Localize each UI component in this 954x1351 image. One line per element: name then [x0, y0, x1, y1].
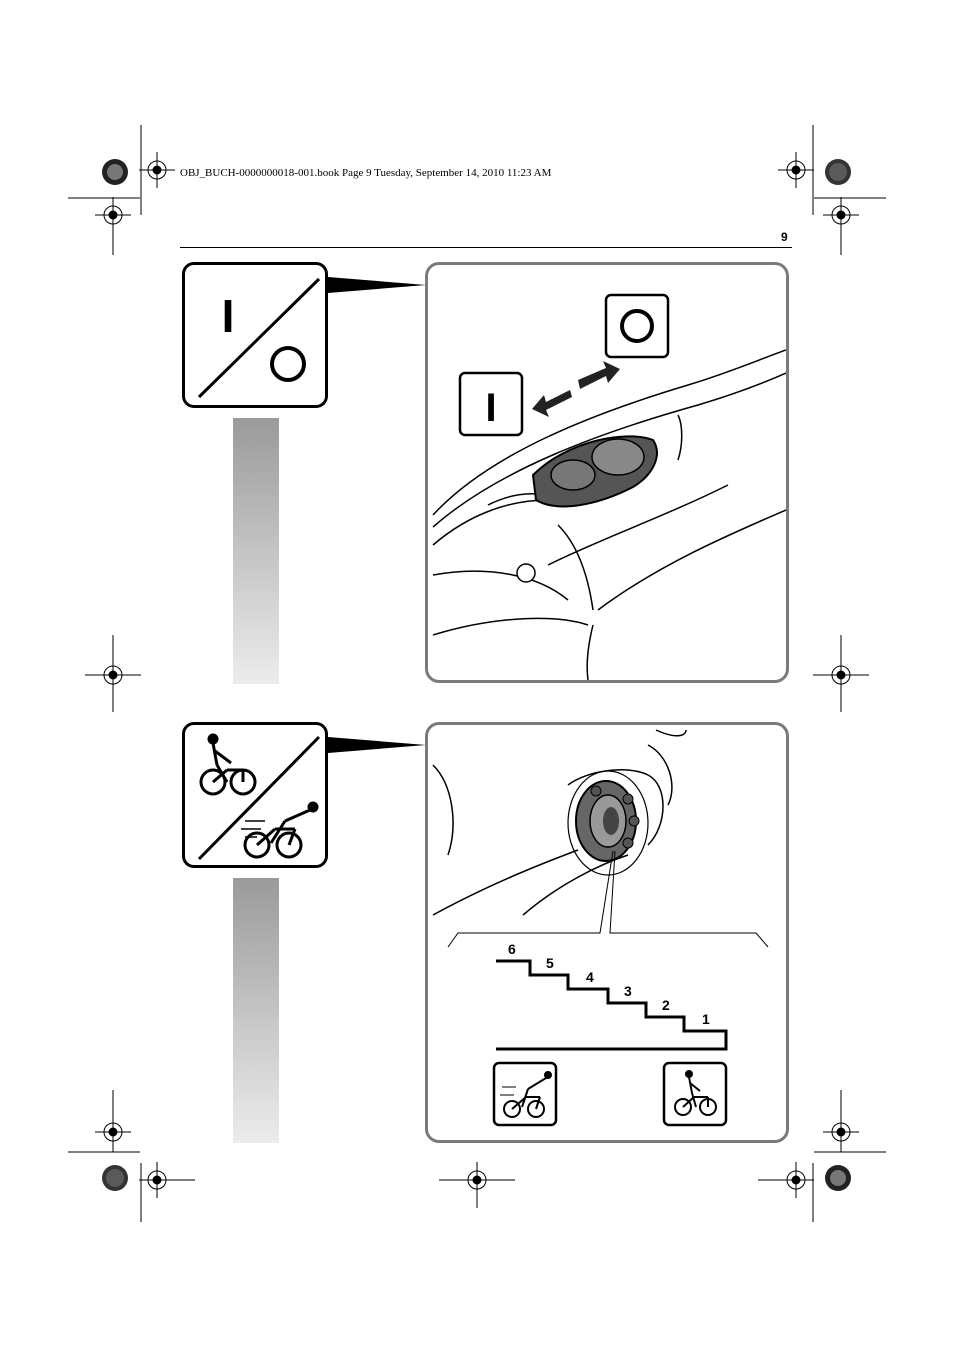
upright-cyclist-small-icon: [662, 1061, 728, 1127]
off-position-icon: [620, 309, 654, 343]
assist-illustration: 6 5 4 3 2 1: [432, 729, 769, 1127]
upright-cyclist-icon: [199, 733, 257, 796]
side-button: [516, 563, 536, 583]
print-file-info: OBJ_BUCH-0000000018-001.book Page 9 Tues…: [180, 167, 552, 179]
racing-cyclist-small-icon: [492, 1061, 558, 1127]
off-symbol-icon: [270, 346, 306, 382]
on-position-label: I: [485, 386, 496, 430]
assist-level-staircase: [496, 959, 728, 1051]
level-5-label: 5: [546, 955, 554, 971]
assist-level-symbol-icon: [197, 733, 321, 861]
switch-illustration: I: [432, 293, 786, 680]
switch-illustration-panel: I: [425, 262, 789, 683]
off-position-box: [604, 293, 670, 359]
assist-level-dial: [575, 780, 640, 862]
page-number: 9: [781, 230, 788, 244]
section-side-bar-top: [233, 418, 279, 684]
switch-rocker: [591, 438, 645, 476]
on-symbol-text: I: [222, 290, 235, 342]
pointer-wedge-top: [328, 277, 426, 293]
header-rule: [180, 247, 792, 248]
switch-direction-arrows: [532, 361, 620, 417]
section-side-bar-bottom: [233, 878, 279, 1143]
assist-icon-box: [182, 722, 328, 868]
level-4-label: 4: [586, 969, 594, 985]
level-6-label: 6: [508, 941, 516, 957]
level-2-label: 2: [662, 997, 670, 1013]
racing-cyclist-icon: [241, 801, 319, 859]
pointer-wedge-bottom: [328, 737, 426, 753]
on-off-icon-box: I: [182, 262, 328, 408]
on-off-symbol-icon: I: [197, 277, 321, 399]
assist-illustration-panel: 6 5 4 3 2 1: [425, 722, 789, 1143]
level-3-label: 3: [624, 983, 632, 999]
level-1-label: 1: [702, 1011, 710, 1027]
on-position-box: [458, 371, 524, 437]
